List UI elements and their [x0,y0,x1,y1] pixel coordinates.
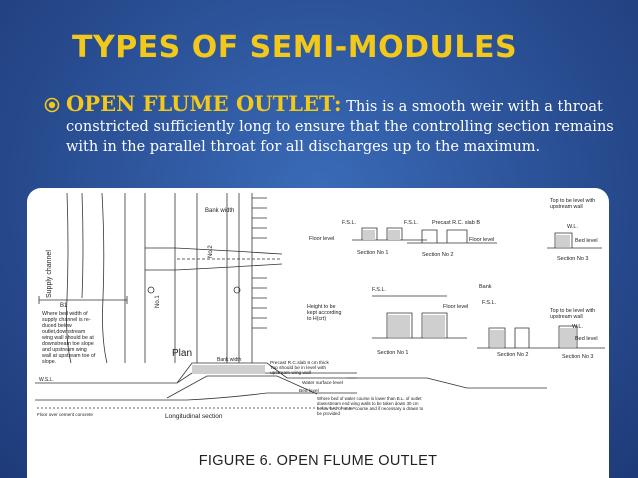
slide-title: TYPES OF SEMI-MODULES [72,30,518,65]
plan-label: Plan [172,348,192,359]
floor-level-label-2: Floor level [469,237,494,243]
fsl-label-3: F.S.L. [372,287,387,293]
no1-label: No.1 [155,295,161,308]
section-no2-label-top: Section No 2 [422,252,454,258]
no2-label: No.2 [208,245,214,258]
b1-note-4: wing wall should be at [42,335,94,341]
b1-note-1: supply channel is re- [42,317,91,323]
top-level-upstream-bottom-0: Top to be level with [550,308,595,314]
top-level-upstream-0: Top to be level with [550,198,595,204]
top-level-upstream-bottom-1: upstream wall [550,314,583,320]
b1-note-7: wall at upstream toe of [42,353,96,359]
bank-width-label: Bank width [205,208,234,214]
bullet-heading: OPEN FLUME OUTLET: [66,91,342,116]
floor-level-label-3: Floor level [443,304,468,310]
wl-label-1: W.L. [567,224,578,230]
precast-note-2: upstream wing wall [270,370,311,376]
height-note-2: to H(crt) [307,316,326,322]
supply-channel-label: Supply channel [46,250,53,298]
wsl-label: W.S.L. [39,377,54,383]
section-no1-label-bottom: Section No 1 [377,350,409,356]
bed-level-label-section: Bed level [299,388,319,394]
figure-caption: FIGURE 6. OPEN FLUME OUTLET [198,453,438,469]
figure-panel: Supply channel Bank width No.2 No.1 Plan… [27,188,609,478]
height-note-1: kept according [307,310,342,316]
precast-slab-label: Precast R.C. slab B [432,220,480,226]
bank-width-label-section: Bank width [217,357,242,363]
top-level-upstream-1: upstream wall [550,204,583,210]
fsl-label-1: F.S.L. [342,220,357,226]
bullet-body: This is a smooth weir with a throat cons… [66,99,614,155]
water-surface-level-label: Water surface level [302,380,343,386]
b1-label: B1 [60,303,68,309]
circle-bullet-icon [44,97,60,113]
b1-note-5: downstream toe slope [42,341,94,347]
bank-label: Bank [479,284,492,290]
where-bed-note-2: below bed of water course and if necessa… [317,406,424,411]
precast-note-1: Top should be in level with [270,365,326,371]
floor-note-label: Floor over cement concrete [37,412,93,417]
b1-note-2: duced below [42,323,72,329]
b1-note-0: Where bed width of [42,311,88,317]
bed-level-label-1: Bed level [575,238,598,244]
open-flume-outlet-drawing: Supply channel Bank width No.2 No.1 Plan… [35,192,605,420]
b1-note-3: outlet,downstream [42,329,86,335]
floor-level-label-1: Floor level [309,236,334,242]
height-note-0: Height to be [307,304,336,310]
bed-level-label-2: Bed level [575,336,598,342]
wl-label-2: W.L. [572,324,583,330]
where-bed-note-3: be provided [317,411,341,416]
where-bed-note-0: Where bed of water course is lower than … [317,396,422,401]
b1-note-8: slope. [42,359,56,365]
section-no3-label-top: Section No 3 [557,256,589,262]
fsl-label-4: F.S.L. [482,300,497,306]
bullet-text: OPEN FLUME OUTLET: This is a smooth weir… [66,91,622,157]
section-no1-label-top: Section No 1 [357,250,389,256]
longitudinal-section-label: Longitudinal section [165,413,223,420]
section-no2-label-bottom: Section No 2 [497,352,529,358]
precast-note-0: Precast R.C.slab 8 cm thick [270,360,330,366]
section-no3-label-bottom: Section No 3 [562,354,594,360]
where-bed-note-1: downstream end wing walls to be taken do… [317,401,419,406]
b1-note-6: and upstream wing [42,347,87,353]
fsl-label-2: F.S.L. [404,220,419,226]
